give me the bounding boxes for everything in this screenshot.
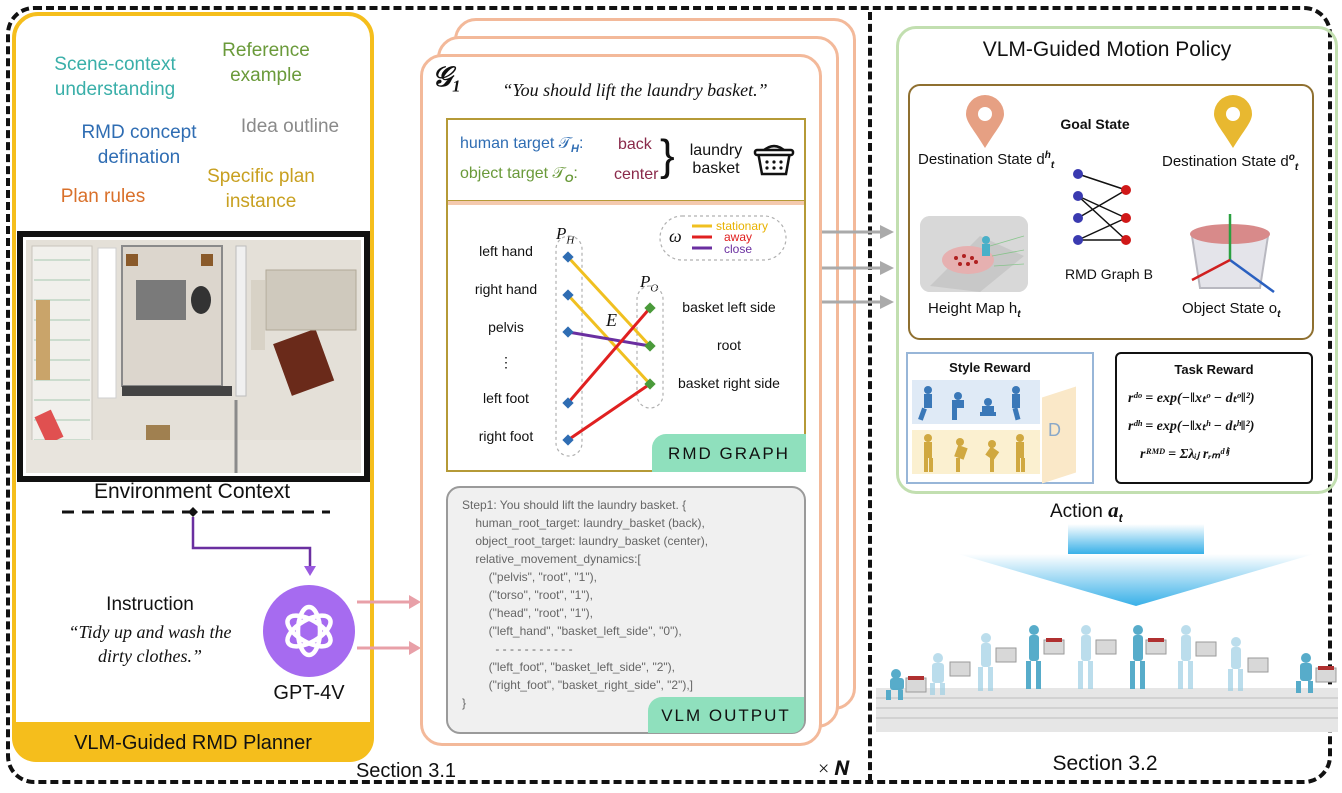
motion-sequence-image xyxy=(876,608,1338,732)
code-line: human_root_target: laundry_basket (back)… xyxy=(462,516,705,530)
code-line: Step1: You should lift the laundry baske… xyxy=(462,498,687,512)
code-line: relative_movement_dynamics:[ xyxy=(462,552,641,566)
task-reward-box xyxy=(1115,352,1313,484)
legend-stationary: stationary xyxy=(716,219,769,233)
joint-right-foot: right foot xyxy=(478,428,534,444)
style-motion-clip-blue xyxy=(912,380,1040,424)
code-line: - - - - - - - - - - - xyxy=(462,642,573,656)
rmd-graph-tag: RMD GRAPH xyxy=(652,434,806,472)
po-label: PO xyxy=(640,272,659,295)
openai-logo-icon xyxy=(263,585,355,677)
environment-image xyxy=(17,231,370,482)
object-state-label: Object State ot xyxy=(1182,300,1281,320)
object-basket-image xyxy=(1190,214,1275,294)
joint-ellipsis: ⋮ xyxy=(499,354,513,370)
task-reward-eq-object: rᵈᵒ = exp(−‖xₜᵒ − dₜᵒ‖²) xyxy=(1128,391,1255,406)
joint-left-foot: left foot xyxy=(483,390,529,406)
policy-input-arrows xyxy=(822,225,894,309)
plan-quote: “You should lift the laundry basket.” xyxy=(502,80,768,100)
outer-dashed-frame xyxy=(6,6,1332,784)
height-map-label: Height Map ht xyxy=(928,300,1021,320)
gpt-label: GPT-4V xyxy=(273,682,345,704)
map-pin-human-icon xyxy=(966,95,1004,148)
code-line: object_root_target: laundry_basket (cent… xyxy=(462,534,709,548)
task-reward-eq-human: rᵈʰ = exp(−‖xₜʰ − dₜʰ‖²) xyxy=(1128,419,1255,434)
instruction-title: Instruction xyxy=(106,594,194,615)
goal-state-box xyxy=(908,84,1314,340)
joint-pelvis: pelvis xyxy=(488,319,524,335)
code-line: ("right_foot", "basket_right_side", "2")… xyxy=(462,678,693,692)
omega-symbol: ω xyxy=(669,226,682,246)
tag-scene-context: Scene-context understanding xyxy=(54,54,176,100)
tag-reference-example: Reference example xyxy=(222,40,310,86)
env-connector xyxy=(62,507,330,576)
section-3-1: Section 3.1 xyxy=(355,760,457,782)
goal-state-label: Goal State xyxy=(1060,116,1130,132)
dest-state-human: Destination State dht xyxy=(918,150,1055,171)
planner-footer: VLM-Guided RMD Planner xyxy=(12,722,374,762)
vlm-output-tag: VLM OUTPUT xyxy=(648,697,804,733)
section-3-2: Section 3.2 xyxy=(1052,752,1158,775)
code-line: ("left_foot", "basket_left_side", "2"), xyxy=(462,660,675,674)
target-center: center xyxy=(614,166,659,183)
part-basket-right-side: basket right side xyxy=(678,375,780,391)
laundry-basket-icon xyxy=(753,144,795,176)
task-reward-label: Task Reward xyxy=(1174,362,1254,377)
rmd-box-separator xyxy=(448,201,804,205)
code-line: ("head", "root", "1"), xyxy=(462,606,593,620)
ph-label: PH xyxy=(556,224,575,247)
motion-policy-panel xyxy=(896,26,1338,494)
part-basket-left-side: basket left side xyxy=(682,299,776,315)
legend-close: close xyxy=(724,242,753,256)
task-reward-eq-rmd: rᴿᴹᴰ = Σλᵢⱼ rᵣₘᵈⁱʲ xyxy=(1140,447,1230,462)
object-target-label: object target 𝒯O: xyxy=(460,165,578,186)
rmd-graph-b-label: RMD Graph B xyxy=(1065,266,1153,282)
environment-caption: Environment Context xyxy=(93,480,291,503)
part-root: root xyxy=(716,337,742,353)
times-n-label: × 𝑵 xyxy=(818,758,850,780)
laundry-basket-label: laundry basket xyxy=(689,142,743,177)
tag-specific-plan: Specific plan instance xyxy=(207,166,315,212)
legend-away: away xyxy=(724,230,753,244)
style-reward-box xyxy=(906,352,1094,484)
code-line: ("pelvis", "root", "1"), xyxy=(462,570,597,584)
rmd-graph-b-icon xyxy=(1073,169,1131,245)
joint-right-hand: right hand xyxy=(474,281,538,297)
action-arrow-icon xyxy=(958,524,1314,606)
discriminator-label: D xyxy=(1048,420,1061,440)
code-line: ("torso", "root", "1"), xyxy=(462,588,593,602)
tag-rmd-concept: RMD concept defination xyxy=(81,122,197,168)
map-pin-object-icon xyxy=(1214,95,1252,148)
target-box xyxy=(446,118,806,204)
style-reward-label: Style Reward xyxy=(949,360,1031,375)
tag-plan-rules: Plan rules xyxy=(60,186,146,207)
policy-title: VLM-Guided Motion Policy xyxy=(982,38,1232,61)
target-back: back xyxy=(618,136,652,153)
instruction-text: “Tidy up and wash the dirty clothes.” xyxy=(68,622,232,666)
graph-symbol: 𝒢₁ xyxy=(432,62,462,93)
code-line: } xyxy=(462,696,467,710)
rmd-bipartite-graph xyxy=(555,215,787,457)
code-line: ("left_hand", "basket_left_side", "0"), xyxy=(462,624,682,638)
height-map-image xyxy=(920,216,1028,292)
dest-state-object: Destination State dot xyxy=(1162,152,1299,173)
vlm-output-box xyxy=(446,486,806,734)
brace-icon: } xyxy=(660,131,675,180)
style-motion-clip-gold xyxy=(912,430,1040,474)
edge-label-e: E xyxy=(606,310,617,330)
joint-left-hand: left hand xyxy=(479,243,533,259)
tag-idea-outline: Idea outline xyxy=(240,116,340,137)
human-target-label: human target 𝒯H: xyxy=(460,135,584,156)
gpt-output-arrows xyxy=(357,595,421,655)
section-divider xyxy=(868,12,872,782)
action-label: Action at xyxy=(1050,498,1123,525)
